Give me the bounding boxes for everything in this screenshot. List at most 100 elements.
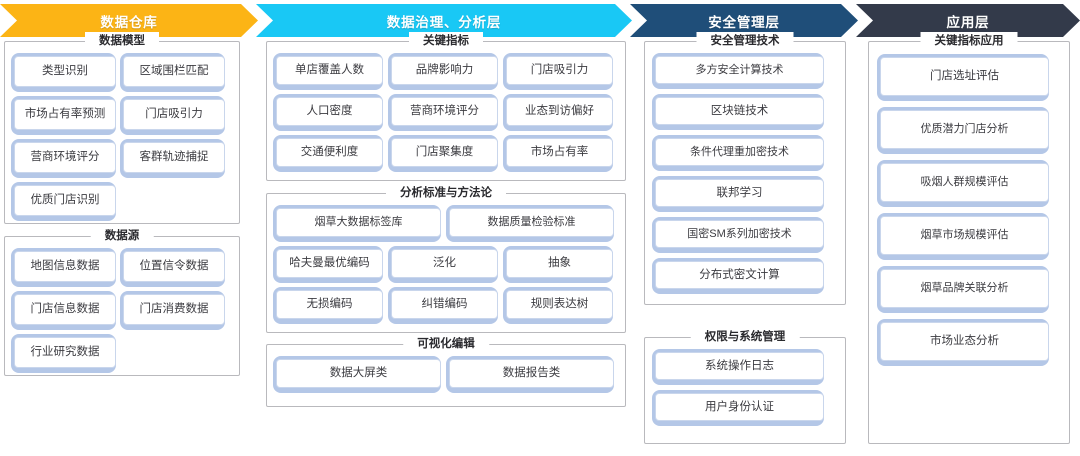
node-chip[interactable]: 行业研究数据 — [11, 334, 116, 373]
node-chip-label: 烟草市场规模评估 — [880, 216, 1049, 255]
node-chip[interactable]: 无损编码 — [273, 287, 383, 324]
node-chip[interactable]: 哈夫曼最优编码 — [273, 246, 383, 283]
node-chip[interactable]: 门店聚集度 — [388, 135, 498, 172]
group-title: 分析标准与方法论 — [386, 184, 506, 202]
node-chip-label: 联邦学习 — [655, 179, 824, 207]
node-chip[interactable]: 门店吸引力 — [120, 96, 225, 135]
node-chip-label: 数据大屏类 — [276, 359, 441, 388]
node-chip[interactable]: 吸烟人群规模评估 — [877, 160, 1049, 207]
node-chip-label: 吸烟人群规模评估 — [880, 163, 1049, 202]
node-chip[interactable]: 烟草大数据标签库 — [273, 205, 441, 242]
node-chip[interactable]: 烟草品牌关联分析 — [877, 266, 1049, 313]
node-chip[interactable]: 用户身份认证 — [652, 390, 824, 426]
node-chip[interactable]: 市场占有率 — [503, 135, 613, 172]
node-chip-label: 市场业态分析 — [880, 322, 1049, 361]
node-chip[interactable]: 位置信令数据 — [120, 248, 225, 287]
node-chip-label: 多方安全计算技术 — [655, 56, 824, 84]
node-chip-label: 分布式密文计算 — [655, 261, 824, 289]
node-chip-label: 品牌影响力 — [391, 56, 498, 85]
node-chip[interactable]: 国密SM系列加密技术 — [652, 217, 824, 253]
node-chip[interactable]: 客群轨迹捕捉 — [120, 139, 225, 178]
layer-banner-label: 数据治理、分析层 — [386, 14, 502, 30]
node-chip-label: 门店吸引力 — [123, 99, 225, 130]
node-chip-label: 类型识别 — [14, 56, 116, 87]
node-chip[interactable]: 门店信息数据 — [11, 291, 116, 330]
node-chip-label: 客群轨迹捕捉 — [123, 142, 225, 173]
node-chip[interactable]: 人口密度 — [273, 94, 383, 131]
node-chip[interactable]: 地图信息数据 — [11, 248, 116, 287]
group-body: 门店选址评估优质潜力门店分析吸烟人群规模评估烟草市场规模评估烟草品牌关联分析市场… — [869, 42, 1069, 374]
node-chip-label: 国密SM系列加密技术 — [655, 220, 824, 248]
group-body: 类型识别区域围栏匹配市场占有率预测门店吸引力营商环境评分客群轨迹捕捉优质门店识别 — [5, 42, 239, 228]
node-chip[interactable]: 市场占有率预测 — [11, 96, 116, 135]
node-chip[interactable]: 多方安全计算技术 — [652, 53, 824, 89]
group-panel: 权限与系统管理系统操作日志用户身份认证 — [644, 328, 846, 444]
group-body: 多方安全计算技术区块链技术条件代理重加密技术联邦学习国密SM系列加密技术分布式密… — [645, 42, 845, 301]
node-chip[interactable]: 优质门店识别 — [11, 182, 116, 221]
group-title: 关键指标 — [409, 32, 483, 50]
node-chip-label: 营商环境评分 — [14, 142, 116, 173]
node-chip-label: 单店覆盖人数 — [276, 56, 383, 85]
node-chip[interactable]: 门店消费数据 — [120, 291, 225, 330]
node-chip-label: 行业研究数据 — [14, 337, 116, 368]
node-chip[interactable]: 系统操作日志 — [652, 349, 824, 385]
node-chip[interactable]: 条件代理重加密技术 — [652, 135, 824, 171]
node-chip-label: 优质潜力门店分析 — [880, 110, 1049, 149]
layer-banner-label: 应用层 — [946, 14, 990, 30]
node-chip-label: 优质门店识别 — [14, 185, 116, 216]
node-chip[interactable]: 数据报告类 — [446, 356, 614, 393]
node-chip-label: 区域围栏匹配 — [123, 56, 225, 87]
node-chip-label: 业态到访偏好 — [506, 97, 613, 126]
node-chip[interactable]: 营商环境评分 — [388, 94, 498, 131]
group-title: 权限与系统管理 — [690, 328, 800, 346]
node-chip[interactable]: 数据质量检验标准 — [446, 205, 614, 242]
node-chip[interactable]: 品牌影响力 — [388, 53, 498, 90]
node-chip[interactable]: 交通便利度 — [273, 135, 383, 172]
group-title: 关键指标应用 — [920, 32, 1018, 50]
node-chip[interactable]: 市场业态分析 — [877, 319, 1049, 366]
node-chip-label: 抽象 — [506, 249, 613, 278]
node-chip-label: 数据报告类 — [449, 359, 614, 388]
node-chip-label: 位置信令数据 — [123, 251, 225, 282]
node-chip[interactable]: 单店覆盖人数 — [273, 53, 383, 90]
node-chip[interactable]: 分布式密文计算 — [652, 258, 824, 294]
group-panel: 关键指标单店覆盖人数品牌影响力门店吸引力人口密度营商环境评分业态到访偏好交通便利… — [266, 32, 626, 181]
node-chip[interactable]: 泛化 — [388, 246, 498, 283]
node-chip-label: 条件代理重加密技术 — [655, 138, 824, 166]
node-chip[interactable]: 规则表达树 — [503, 287, 613, 324]
node-chip-label: 系统操作日志 — [655, 352, 824, 380]
node-chip[interactable]: 区块链技术 — [652, 94, 824, 130]
node-chip[interactable]: 类型识别 — [11, 53, 116, 92]
layer-banner-label: 数据仓库 — [100, 14, 158, 30]
node-chip[interactable]: 区域围栏匹配 — [120, 53, 225, 92]
group-title: 安全管理技术 — [696, 32, 794, 50]
node-chip-label: 门店信息数据 — [14, 294, 116, 325]
group-panel: 分析标准与方法论烟草大数据标签库数据质量检验标准哈夫曼最优编码泛化抽象无损编码纠… — [266, 184, 626, 333]
group-body: 单店覆盖人数品牌影响力门店吸引力人口密度营商环境评分业态到访偏好交通便利度门店聚… — [267, 42, 625, 179]
node-chip-label: 规则表达树 — [506, 290, 613, 319]
node-chip[interactable]: 门店吸引力 — [503, 53, 613, 90]
node-chip-label: 数据质量检验标准 — [449, 208, 614, 237]
group-panel: 可视化编辑数据大屏类数据报告类 — [266, 335, 626, 407]
group-body: 烟草大数据标签库数据质量检验标准哈夫曼最优编码泛化抽象无损编码纠错编码规则表达树 — [267, 194, 625, 331]
node-chip[interactable]: 联邦学习 — [652, 176, 824, 212]
node-chip-label: 地图信息数据 — [14, 251, 116, 282]
node-chip-label: 门店选址评估 — [880, 57, 1049, 96]
node-chip[interactable]: 优质潜力门店分析 — [877, 107, 1049, 154]
node-chip[interactable]: 纠错编码 — [388, 287, 498, 324]
node-chip-label: 营商环境评分 — [391, 97, 498, 126]
node-chip[interactable]: 门店选址评估 — [877, 54, 1049, 101]
node-chip[interactable]: 烟草市场规模评估 — [877, 213, 1049, 260]
node-chip[interactable]: 营商环境评分 — [11, 139, 116, 178]
group-title: 数据源 — [90, 227, 154, 245]
node-chip[interactable]: 抽象 — [503, 246, 613, 283]
node-chip-label: 用户身份认证 — [655, 393, 824, 421]
node-chip[interactable]: 业态到访偏好 — [503, 94, 613, 131]
node-chip-label: 市场占有率预测 — [14, 99, 116, 130]
node-chip-label: 哈夫曼最优编码 — [276, 249, 383, 278]
group-body: 系统操作日志用户身份认证 — [645, 338, 845, 433]
node-chip-label: 无损编码 — [276, 290, 383, 319]
node-chip-label: 市场占有率 — [506, 138, 613, 167]
node-chip[interactable]: 数据大屏类 — [273, 356, 441, 393]
